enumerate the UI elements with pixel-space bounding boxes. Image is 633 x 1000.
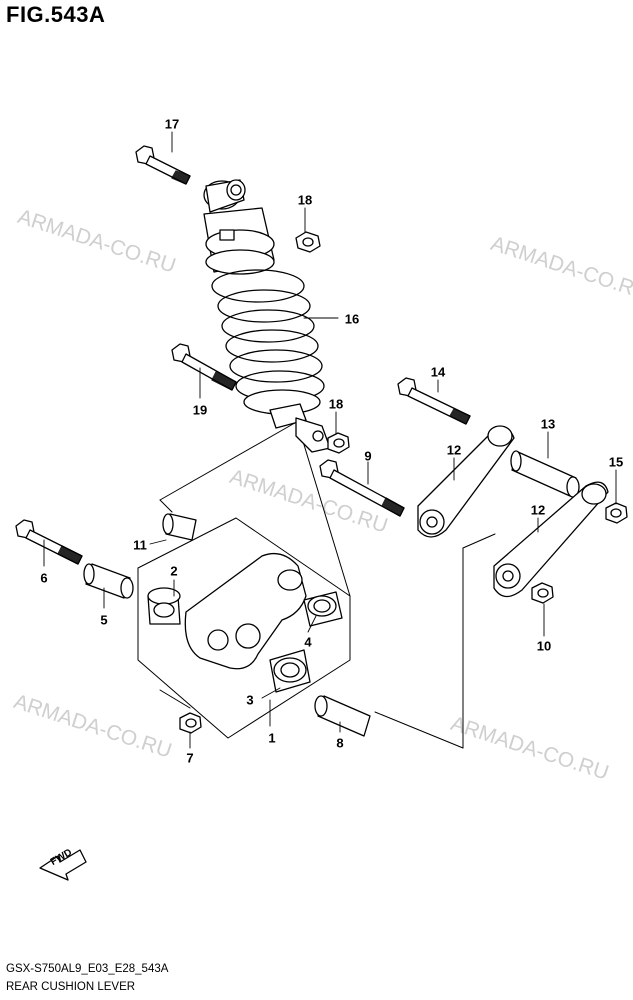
needle-bearing-4 xyxy=(303,591,343,627)
callout-8: 8 xyxy=(336,735,344,751)
cushion-rod-12-upper xyxy=(417,425,515,538)
callout-7: 7 xyxy=(186,750,194,766)
assembly-outline xyxy=(137,419,496,749)
callout-11: 11 xyxy=(133,537,147,553)
callout-16: 16 xyxy=(344,311,360,327)
nut-10 xyxy=(531,582,554,604)
spacer-5 xyxy=(83,563,134,599)
shock-absorber-16 xyxy=(203,179,331,453)
callout-1: 1 xyxy=(268,730,276,746)
callout-10: 10 xyxy=(536,638,552,654)
callout-2: 2 xyxy=(170,563,178,579)
diagram-caption: REAR CUSHION LEVER xyxy=(6,981,136,993)
spacer-13 xyxy=(510,450,580,498)
callout-19: 19 xyxy=(192,402,208,418)
spacer-11 xyxy=(162,513,197,541)
callout-6: 6 xyxy=(40,570,48,586)
bolt-17 xyxy=(135,145,191,185)
spacer-8 xyxy=(314,695,371,737)
needle-bearing-3 xyxy=(269,649,311,693)
bolt-6 xyxy=(15,519,83,565)
nut-18-top xyxy=(295,231,321,253)
callout-18-middle: 18 xyxy=(328,396,344,412)
callout-4: 4 xyxy=(304,634,312,650)
figure-title: FIG.543A xyxy=(6,2,106,27)
callout-18-top: 18 xyxy=(297,192,313,208)
bolt-19 xyxy=(171,343,237,391)
callout-9: 9 xyxy=(364,448,372,464)
diagram-code: GSX-S750AL9_E03_E28_543A xyxy=(6,963,169,975)
leader-lines xyxy=(43,131,617,749)
callout-5: 5 xyxy=(100,612,108,628)
nut-7 xyxy=(179,712,202,734)
callout-12-upper: 12 xyxy=(446,442,462,458)
callout-13: 13 xyxy=(540,416,556,432)
bolt-14 xyxy=(397,377,471,425)
callout-12-lower: 12 xyxy=(530,502,546,518)
nut-18-middle xyxy=(327,432,350,454)
callout-14: 14 xyxy=(430,364,446,380)
cushion-lever-1 xyxy=(184,552,307,670)
needle-bearing-2 xyxy=(147,587,181,625)
nut-15 xyxy=(605,502,628,524)
callout-15: 15 xyxy=(608,454,624,470)
cushion-rod-12-lower xyxy=(493,481,609,598)
callout-17: 17 xyxy=(164,116,180,132)
bolt-9 xyxy=(319,459,405,517)
callout-3: 3 xyxy=(246,692,254,708)
fwd-arrow-icon xyxy=(39,849,87,881)
